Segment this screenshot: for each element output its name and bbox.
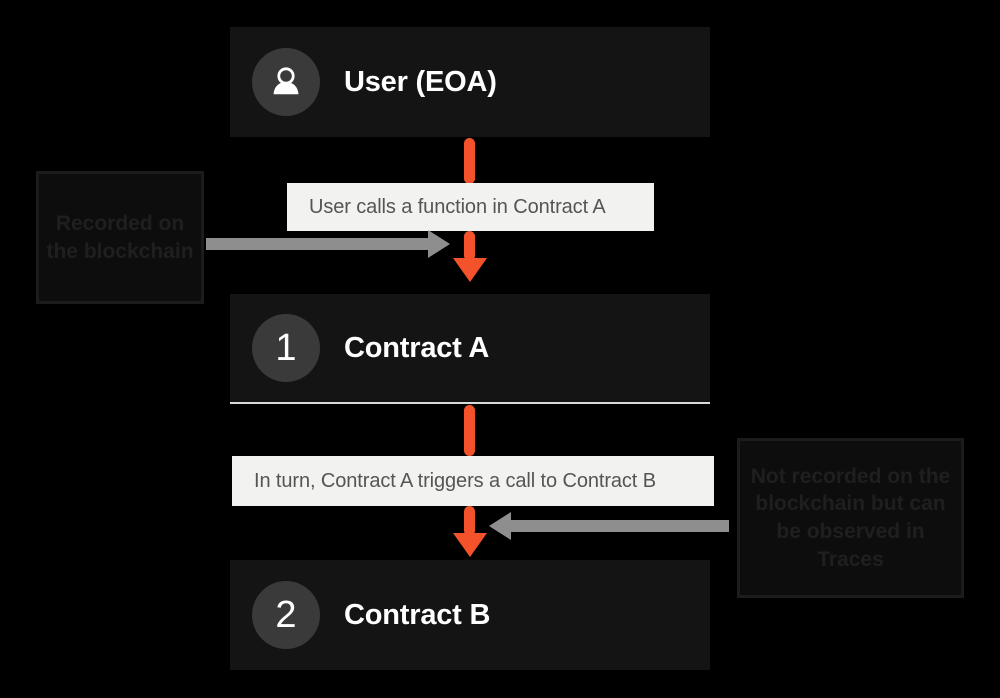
number-badge-1: 1: [252, 314, 320, 382]
node-user[interactable]: User (EOA): [230, 27, 710, 137]
node-contract-a[interactable]: 1 Contract A: [230, 294, 710, 404]
number-badge-2: 2: [252, 581, 320, 649]
connector-a-to-b-upper: [464, 405, 475, 456]
node-contract-a-title: Contract A: [344, 331, 490, 364]
arrowhead-down-icon-2: [453, 533, 487, 557]
pointer-shaft: [206, 238, 430, 250]
arrowhead-down-icon-1: [453, 258, 487, 282]
node-contract-b-title: Contract B: [344, 598, 491, 631]
annotation-not-recorded-observed-in-traces: Not recorded on the blockchain but can b…: [737, 438, 964, 598]
person-icon: [252, 48, 320, 116]
node-contract-b[interactable]: 2 Contract B: [230, 560, 710, 670]
edge-label-user-calls-function: User calls a function in Contract A: [287, 183, 654, 231]
node-user-title: User (EOA): [344, 65, 497, 98]
pointer-head: [428, 230, 450, 258]
pointer-head: [489, 512, 511, 540]
annotation-pointer-right-icon: [206, 230, 450, 258]
connector-a-to-b-lower: [464, 506, 475, 536]
annotation-pointer-left-icon: [489, 512, 729, 540]
connector-user-to-a-upper: [464, 138, 475, 184]
pointer-shaft: [509, 520, 729, 532]
edge-label-contract-a-triggers-call: In turn, Contract A triggers a call to C…: [232, 456, 714, 506]
connector-user-to-a-lower: [464, 231, 475, 261]
annotation-recorded-on-blockchain: Recorded on the blockchain: [36, 171, 204, 304]
